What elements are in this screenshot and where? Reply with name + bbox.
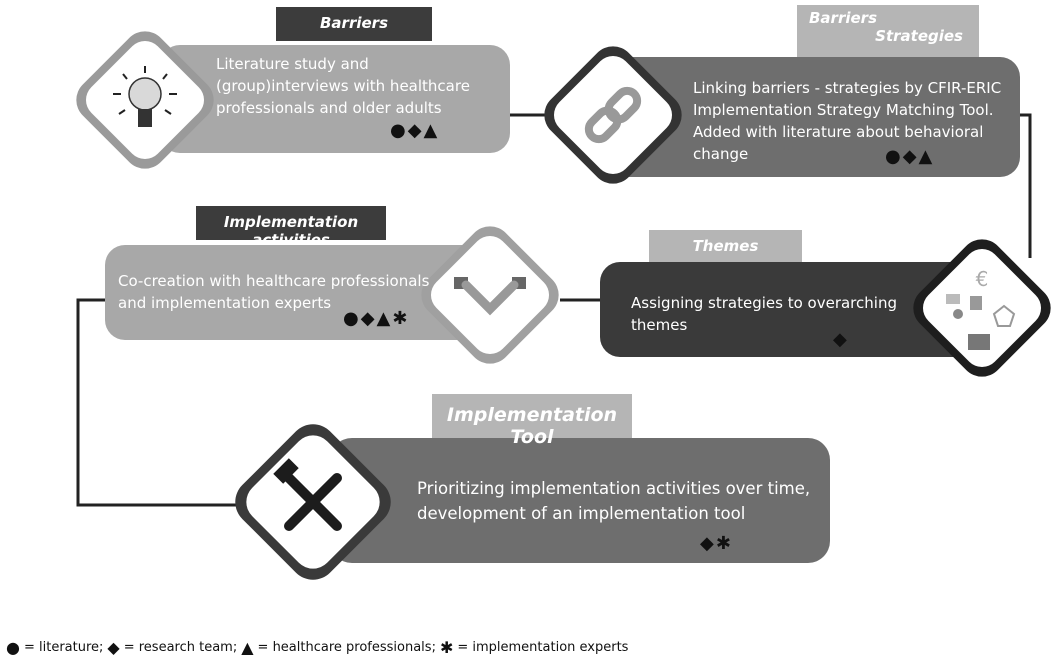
card-activities-symbols: ●◆▲✱ [343, 308, 410, 329]
card-implementation-activities [105, 245, 485, 340]
tab-barriers-strategies: Barriers Strategies [797, 5, 979, 57]
card-implementation-tool [330, 438, 830, 563]
tab-tool-label: Implementation Tool [446, 404, 618, 448]
card-strategies-symbols: ●◆▲ [885, 146, 935, 167]
card-themes-text: Assigning strategies to overarching them… [631, 294, 897, 334]
card-tool-text: Prioritizing implementation activities o… [417, 479, 811, 523]
tab-to-label: Strategies [875, 27, 963, 45]
legend: ●= literature; ◆= research team; ▲= heal… [6, 638, 628, 657]
legend-healthcare-label: = healthcare professionals; [257, 640, 436, 655]
legend-research-team-symbol: ◆ [107, 638, 120, 657]
card-activities-text: Co-creation with healthcare professional… [118, 272, 430, 312]
card-strategies [600, 57, 1020, 177]
legend-literature-symbol: ● [6, 638, 20, 657]
card-barriers-text: Literature study and (group)interviews w… [216, 55, 470, 117]
legend-research-team-label: = research team; [123, 640, 238, 655]
tab-from-label: Barriers [809, 9, 877, 27]
lightbulb-icon [76, 31, 214, 169]
legend-literature-label: = literature; [23, 640, 104, 655]
card-strategies-text: Linking barriers - strategies by CFIR-ER… [693, 79, 1002, 163]
chain-link-icon [544, 46, 682, 184]
tab-activities-label: Implementation activities [223, 213, 359, 249]
legend-healthcare-symbol: ▲ [241, 638, 254, 657]
flow-connector [76, 113, 1032, 507]
hammer-wrench-icon [235, 424, 391, 580]
themes-collage-icon: € [913, 239, 1051, 377]
handshake-icon [421, 226, 559, 364]
tab-themes: Themes [649, 230, 802, 262]
tab-barriers: Barriers [276, 7, 432, 41]
svg-text:€: € [976, 267, 989, 291]
card-barriers-symbols: ●◆▲ [390, 120, 440, 141]
card-tool-symbols: ◆✱ [700, 533, 733, 554]
legend-experts-symbol: ✱ [439, 638, 454, 657]
tab-themes-label: Themes [692, 237, 759, 255]
card-barriers [160, 45, 510, 153]
card-themes [600, 262, 990, 357]
card-themes-symbols: ◆ [833, 329, 849, 350]
legend-experts-label: = implementation experts [457, 640, 629, 655]
tab-implementation-tool: Implementation Tool [432, 394, 632, 448]
tab-barriers-label: Barriers [320, 14, 388, 32]
tab-implementation-activities: Implementation activities [196, 206, 386, 249]
